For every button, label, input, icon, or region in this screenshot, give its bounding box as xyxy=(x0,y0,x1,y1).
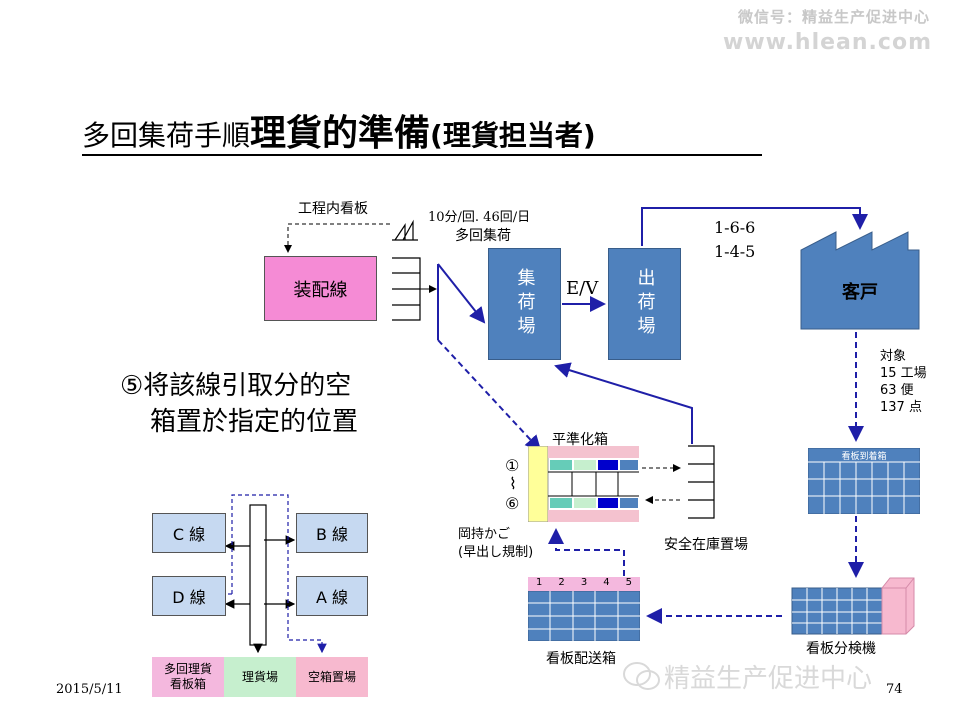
collection-yard-box: 集荷場 xyxy=(488,248,561,360)
safety-stock-rack xyxy=(688,445,715,519)
step-instruction: ⑤将該線引取分的空 箱置於指定的位置 xyxy=(120,368,358,440)
safety-stock-label: 安全在庫置場 xyxy=(664,537,748,553)
legend-sorting-area-label: 理貨場 xyxy=(241,669,278,684)
frequency-label: 10分/回. 46回/日 xyxy=(428,210,531,225)
watermark-wechat: 微信号：精益生产促进中心 xyxy=(737,8,930,26)
line-b-box: B 線 xyxy=(296,513,368,553)
target-trips: 63 便 xyxy=(880,383,914,398)
kanban-delivery-box xyxy=(528,591,640,641)
step-line-1: ⑤将該線引取分的空 xyxy=(120,371,352,401)
line-c-label: C 線 xyxy=(172,525,206,544)
watermark-url: www.hlean.com xyxy=(723,30,932,55)
kanban-arrival-box xyxy=(808,448,920,514)
line-a-box: A 線 xyxy=(296,576,368,616)
legend-kanban-box-line2: 看板箱 xyxy=(169,677,206,691)
shipping-yard-label: 出荷場 xyxy=(634,268,656,340)
customer-factory-icon xyxy=(800,231,920,330)
title-part1: 多回集荷手順 xyxy=(82,119,251,152)
collect-frequency-label: 多回集荷 xyxy=(455,228,511,244)
delivery-col-5: 5 xyxy=(625,577,633,588)
collection-yard-label: 集荷場 xyxy=(514,268,536,340)
title-part2: 理貨的準備 xyxy=(250,113,431,154)
kanban-slip-icon xyxy=(392,219,418,241)
legend-kanban-box-line1: 多回理貨 xyxy=(163,662,212,676)
line-a-label: A 線 xyxy=(315,588,349,607)
ev-label: E/V xyxy=(566,278,599,299)
target-points: 137 点 xyxy=(880,400,922,415)
kanban-sorter-label: 看板分検機 xyxy=(806,641,876,657)
okamochi-line-1: 岡持かご xyxy=(458,527,511,542)
leveling-box-label: 平準化箱 xyxy=(552,432,608,448)
line-d-box: D 線 xyxy=(152,576,226,616)
shipping-yard-box: 出荷場 xyxy=(608,248,681,360)
line-b-label: B 線 xyxy=(315,525,349,544)
line-d-label: D 線 xyxy=(172,588,206,607)
delivery-box-header: 1 2 3 4 5 xyxy=(528,577,640,591)
wechat-icon xyxy=(623,662,660,690)
delivery-col-1: 1 xyxy=(536,577,543,588)
kanban-sorter-machine xyxy=(791,577,915,635)
target-title: 対象 xyxy=(880,349,907,364)
okamochi-line-2: (早出し規制) xyxy=(458,545,534,560)
kanban-arrival-label: 看板到着箱 xyxy=(841,452,887,462)
legend-sorting-area: 理貨場 xyxy=(224,657,296,697)
range-connector: ⌇ xyxy=(509,474,517,493)
delivery-col-4: 4 xyxy=(603,577,610,588)
range-end: ⑥ xyxy=(505,494,520,513)
kanban-label: 工程内看板 xyxy=(298,201,368,217)
assembly-line-label: 装配線 xyxy=(293,279,348,301)
step-line-2: 箱置於指定的位置 xyxy=(150,407,359,437)
line-c-box: C 線 xyxy=(152,513,226,553)
legend-kanban-box: 多回理貨看板箱 xyxy=(152,657,224,697)
delivery-col-3: 3 xyxy=(580,577,588,588)
delivery-col-2: 2 xyxy=(558,577,565,588)
kanban-delivery-label: 看板配送箱 xyxy=(546,651,616,667)
assembly-line-box: 装配線 xyxy=(264,256,377,321)
page-title: 多回集荷手順理貨的準備(理貨担当者) xyxy=(82,104,762,156)
leveling-box xyxy=(528,446,639,522)
customer-label: 客戸 xyxy=(842,282,878,303)
footer-date: 2015/5/11 xyxy=(56,682,123,697)
target-info: 対象 15 工場 63 便 137 点 xyxy=(880,348,927,416)
assembly-rack xyxy=(392,257,421,321)
legend-empty-box-area: 空箱置場 xyxy=(296,657,368,697)
route-2: 1-4-5 xyxy=(714,242,756,261)
target-factories: 15 工場 xyxy=(880,366,927,381)
route-1: 1-6-6 xyxy=(714,218,756,237)
legend-empty-box-label: 空箱置場 xyxy=(307,669,356,684)
page-number: 74 xyxy=(886,682,903,697)
title-part3: (理貨担当者) xyxy=(430,119,596,152)
okamochi-label: 岡持かご (早出し規制) xyxy=(458,526,533,562)
watermark-bottom: 精益生产促进中心 xyxy=(664,664,873,694)
range-start: ① xyxy=(505,456,520,475)
